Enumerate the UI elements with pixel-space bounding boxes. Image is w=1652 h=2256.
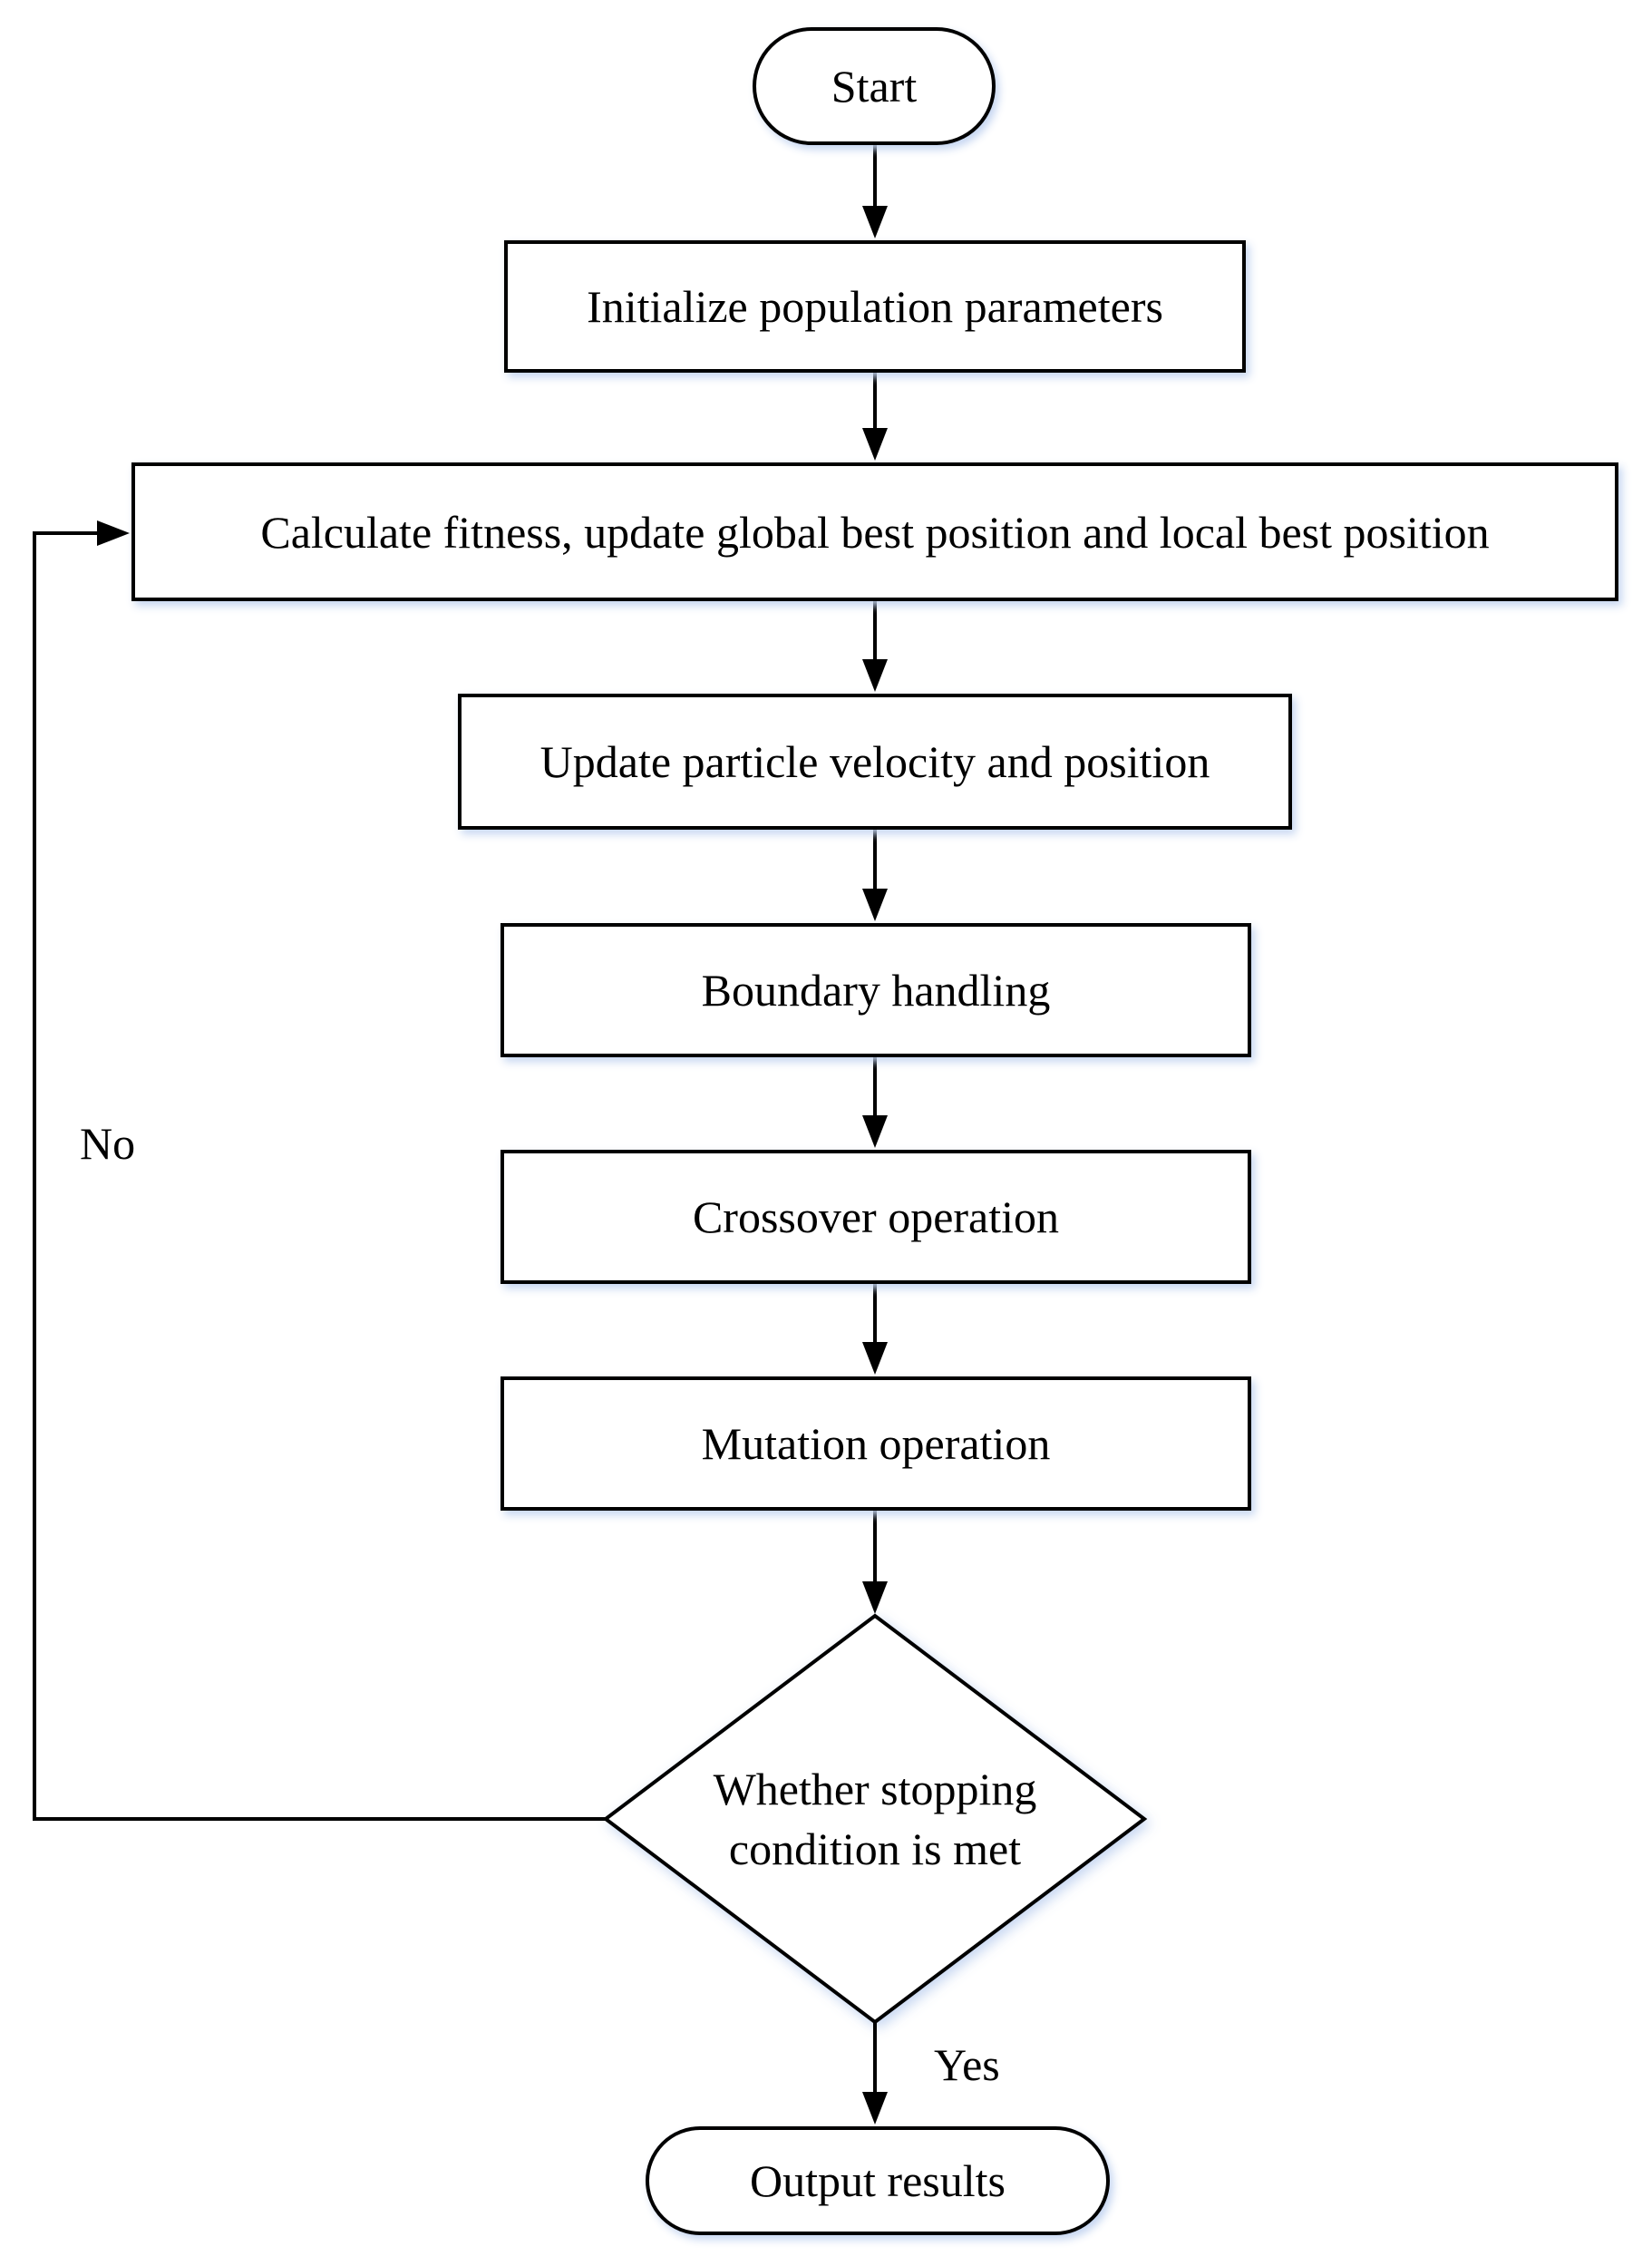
arrowhead-boundary-crossover [862, 1115, 888, 1148]
mutation-operation-node: Mutation operation [500, 1376, 1251, 1511]
boundary-handling-label: Boundary handling [701, 965, 1051, 1016]
decision-label-line2: condition is met [728, 1823, 1022, 1874]
mutation-operation-label: Mutation operation [701, 1418, 1051, 1469]
calculate-fitness-label: Calculate fitness, update global best po… [260, 506, 1490, 558]
decision-node-label: Whether stopping condition is met [626, 1716, 1124, 1922]
arrowhead-update-boundary [862, 889, 888, 921]
update-velocity-label: Update particle velocity and position [539, 736, 1210, 787]
initialize-population-node: Initialize population parameters [504, 240, 1246, 373]
initialize-population-label: Initialize population parameters [587, 281, 1163, 332]
update-velocity-node: Update particle velocity and position [458, 694, 1292, 830]
output-results-label: Output results [750, 2155, 1006, 2206]
arrowhead-decision-output [862, 2092, 888, 2125]
arrowhead-calculate-update [862, 659, 888, 692]
calculate-fitness-node: Calculate fitness, update global best po… [131, 462, 1618, 601]
arrowhead-initialize-calculate [862, 428, 888, 461]
arrowhead-crossover-mutation [862, 1342, 888, 1375]
edge-decision-calculate-no-loop [33, 531, 606, 1821]
start-node: Start [753, 27, 996, 145]
arrowhead-mutation-decision [862, 1581, 888, 1614]
crossover-operation-node: Crossover operation [500, 1150, 1251, 1284]
start-node-label: Start [831, 61, 918, 112]
arrowhead-start-initialize [862, 206, 888, 238]
arrowhead-no-loop [97, 520, 130, 546]
no-branch-label: No [80, 1118, 136, 1169]
output-results-node: Output results [646, 2126, 1110, 2235]
yes-branch-label: Yes [934, 2039, 1000, 2090]
decision-label-line1: Whether stopping [713, 1764, 1037, 1814]
boundary-handling-node: Boundary handling [500, 923, 1251, 1057]
crossover-operation-label: Crossover operation [692, 1191, 1060, 1242]
